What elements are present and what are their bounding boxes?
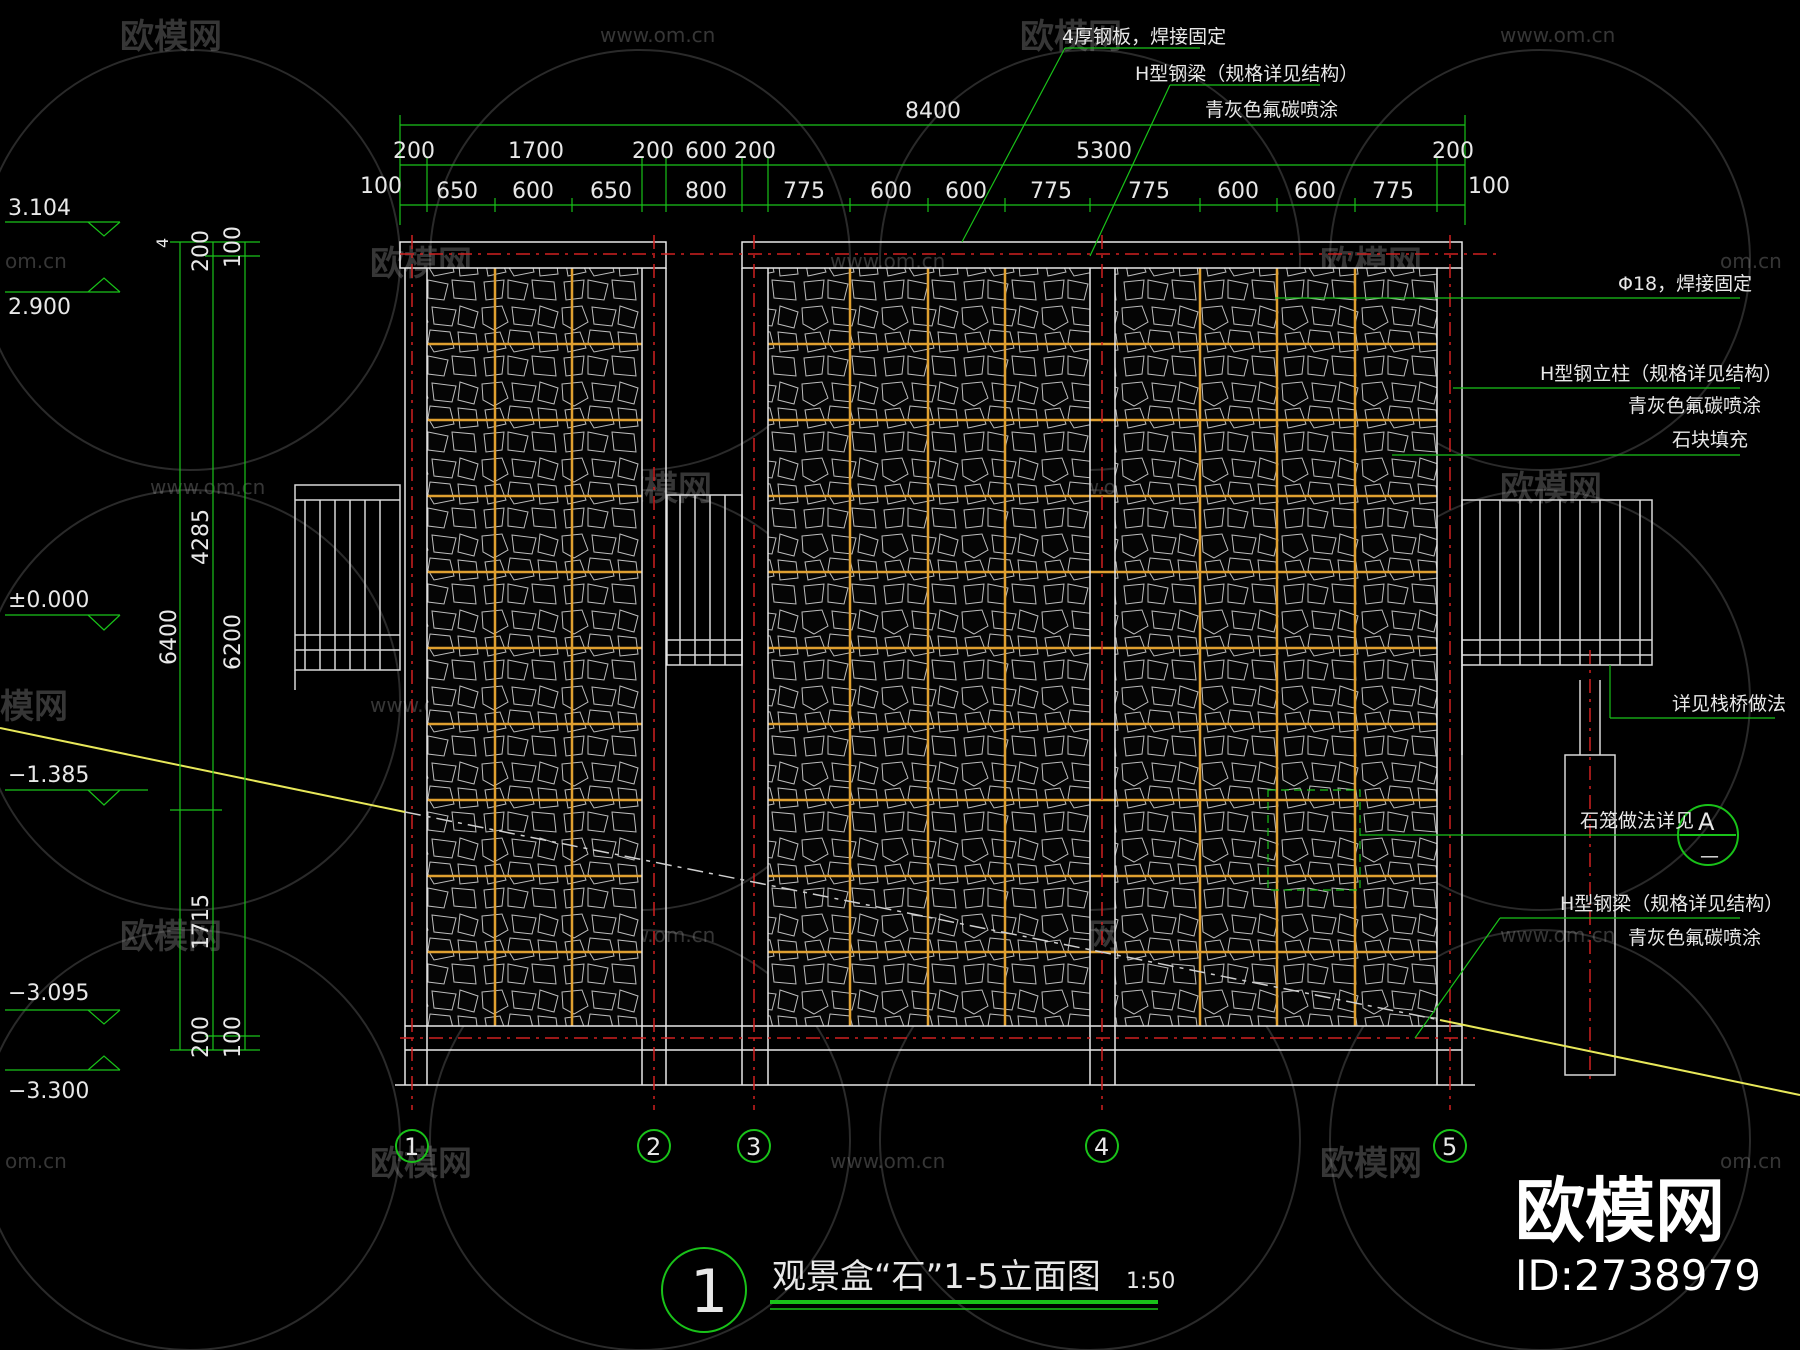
drawing-title: 观景盒“石”1-5立面图 [772, 1257, 1101, 1297]
dim-bottom: 775 [783, 179, 825, 204]
watermark-logo: 欧模网 [1020, 17, 1122, 57]
top-dimension-lines [399, 115, 1466, 225]
brand-id: ID:2738979 [1515, 1251, 1761, 1300]
level-texts: 3.104 2.900 ±0.000 −1.385 −3.095 −3.300 [8, 196, 89, 1104]
gabion-grid [427, 268, 1437, 1026]
watermark-logo: 欧模网 [1320, 1144, 1422, 1184]
level-label: 2.900 [8, 295, 71, 320]
mid-railing [666, 494, 743, 666]
dim-vertical-lower: 1715 [189, 894, 214, 950]
note-h-beam-bottom: H型钢梁（规格详见结构） [1560, 893, 1783, 915]
watermark-url: om.cn [5, 1149, 67, 1173]
note-coating-top: 青灰色氟碳喷涂 [1205, 99, 1338, 121]
dim-vertical-inner: 6200 [221, 614, 246, 670]
dim-top: 600 [685, 139, 727, 164]
watermark-logo: 欧模网 [120, 17, 222, 57]
axis-label: 1 [404, 1133, 419, 1161]
dim-small: 200 [189, 230, 214, 272]
dim-small: 200 [189, 1016, 214, 1058]
dim-top: 1700 [508, 139, 564, 164]
note-gabion: 石笼做法详见 [1580, 810, 1694, 832]
left-railing [294, 484, 401, 690]
dim-bottom: 775 [1128, 179, 1170, 204]
dim-bottom: 650 [436, 179, 478, 204]
watermark-logo: 欧模网 [370, 1144, 472, 1184]
level-label: 3.104 [8, 196, 71, 221]
watermark-url: www.om.cn [830, 1149, 945, 1173]
axis-label: 2 [646, 1133, 661, 1161]
level-label: −3.300 [8, 1079, 89, 1104]
detail-ref-sub: — [1700, 845, 1719, 867]
axis-circles [395, 804, 1739, 1333]
drawing-number: 1 [690, 1257, 728, 1327]
watermark-logo: 欧模网 [1500, 469, 1602, 509]
annotation-texts: 4厚钢板，焊接固定 H型钢梁（规格详见结构） 青灰色氟碳喷涂 Φ18，焊接固定 … [1062, 26, 1786, 949]
leader-lines [961, 47, 1775, 1039]
dim-bottom: 775 [1030, 179, 1072, 204]
note-coating-bottom: 青灰色氟碳喷涂 [1628, 927, 1761, 949]
detail-ref: A [1698, 808, 1715, 836]
dim-bottom: 600 [945, 179, 987, 204]
watermark-logo: 欧模网 [120, 917, 222, 957]
watermark-logo: 模网 [0, 687, 68, 727]
dim-small: 100 [221, 1016, 246, 1058]
axis-lines [400, 235, 1591, 1110]
level-label: ±0.000 [8, 588, 89, 613]
dim-bottom: 775 [1372, 179, 1414, 204]
drawing-scale: 1:50 [1126, 1269, 1175, 1294]
watermark-url: om.cn [1720, 1149, 1782, 1173]
dim-bottom: 100 [1468, 174, 1510, 199]
note-trestle: 详见栈桥做法 [1672, 693, 1786, 715]
level-label: −3.095 [8, 981, 89, 1006]
note-stone-fill: 石块填充 [1672, 429, 1748, 451]
dim-bottom: 600 [1217, 179, 1259, 204]
dim-vertical-upper: 4285 [189, 509, 214, 565]
dim-bottom: 600 [1294, 179, 1336, 204]
note-rebar: Φ18，焊接固定 [1618, 273, 1752, 295]
right-railing [1461, 499, 1653, 1076]
brand-block: 欧模网 ID:2738979 [1515, 1170, 1761, 1300]
slope-line [0, 727, 1800, 1096]
dim-bottom: 800 [685, 179, 727, 204]
level-markers [5, 221, 148, 1071]
dim-bottom: 100 [360, 174, 402, 199]
dim-top: 200 [632, 139, 674, 164]
note-steel-plate: 4厚钢板，焊接固定 [1062, 26, 1226, 48]
axis-label: 3 [746, 1133, 761, 1161]
dim-small: 4 [153, 238, 172, 248]
axis-label: 4 [1094, 1133, 1109, 1161]
title-block: 1 观景盒“石”1-5立面图 1:50 [690, 1257, 1175, 1327]
axis-label: 5 [1442, 1133, 1457, 1161]
dim-bottom: 600 [870, 179, 912, 204]
dim-vertical-outer: 6400 [157, 609, 182, 665]
note-coating-mid: 青灰色氟碳喷涂 [1628, 395, 1761, 417]
dim-top: 200 [393, 139, 435, 164]
dim-overall: 8400 [905, 99, 961, 124]
title-underline [770, 1300, 1158, 1310]
note-h-beam-top: H型钢梁（规格详见结构） [1135, 63, 1358, 85]
dim-bottom: 650 [590, 179, 632, 204]
axis-texts: 1 2 3 4 5 [404, 1133, 1457, 1161]
watermark-url: om.cn [5, 249, 67, 273]
dim-top: 5300 [1076, 139, 1132, 164]
left-dimension-lines [170, 241, 260, 1051]
watermark-url: om.cn [1720, 249, 1782, 273]
dim-top: 200 [1432, 139, 1474, 164]
level-label: −1.385 [8, 763, 89, 788]
note-h-column: H型钢立柱（规格详见结构） [1540, 363, 1782, 385]
dim-bottom: 600 [512, 179, 554, 204]
dimension-texts: 8400 200 1700 200 600 200 5300 200 100 6… [153, 99, 1510, 1058]
dim-top: 200 [734, 139, 776, 164]
watermark-url: www.om.cn [600, 23, 715, 47]
watermark-url: www.om.cn [150, 475, 265, 499]
watermark-url: www.om.cn [1500, 23, 1615, 47]
dim-small: 100 [221, 226, 246, 268]
brand-name: 欧模网 [1515, 1170, 1725, 1252]
watermark-url: www.om.cn [1500, 923, 1615, 947]
